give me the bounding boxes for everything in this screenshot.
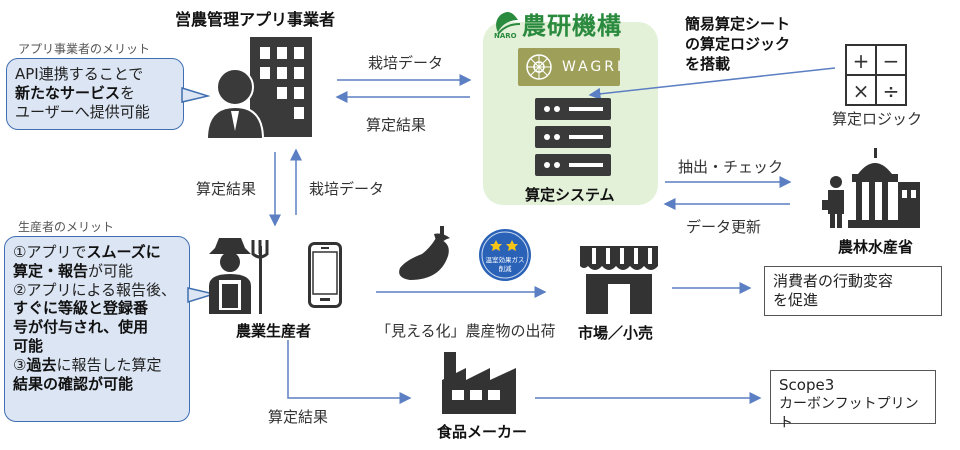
naro-leaf-icon xyxy=(496,12,521,35)
system-label: 算定システム xyxy=(525,186,615,204)
consumer-line2: を促進 xyxy=(773,291,819,309)
label-calc-result-bottom: 算定結果 xyxy=(268,408,329,426)
item2-bold-3: 可能 xyxy=(13,336,44,355)
producer-item2-line2: すぐに等級と登録番 xyxy=(13,299,181,318)
divide-glyph: ÷ xyxy=(883,79,900,103)
minus-glyph: − xyxy=(883,49,900,73)
operator-merit-line3: ユーザーへ提供可能 xyxy=(15,103,150,121)
label-calc-result-left: 算定結果 xyxy=(196,180,257,198)
farmer-icon xyxy=(209,238,269,314)
label-data-update: データ更新 xyxy=(686,218,762,236)
naro-small-text: NARO xyxy=(494,32,517,40)
producer-item1-line2: 算定・報告が可能 xyxy=(13,262,181,281)
item3-prefix: ③ xyxy=(13,355,27,374)
label-calc-result-top: 算定結果 xyxy=(366,116,427,134)
server-icon xyxy=(535,98,611,176)
item1-smooth: スムーズに xyxy=(86,243,161,261)
times-glyph: × xyxy=(853,79,870,103)
operator-building-icon xyxy=(205,37,312,140)
wagri-text: WAGRI xyxy=(562,59,625,75)
operator-title: 営農管理アプリ事業者 xyxy=(175,10,336,29)
calc-note-line1: 簡易算定シート xyxy=(685,15,791,33)
item1-suffix: が可能 xyxy=(88,261,134,280)
scope3-line2: カーボンフットプリント xyxy=(779,396,919,431)
arrow-logic-to-system xyxy=(588,67,836,100)
item3-rest: に報告した算定 xyxy=(56,355,162,374)
calc-logic-label: 算定ロジック xyxy=(832,110,923,128)
food-maker-label: 食品メーカー xyxy=(437,423,528,441)
item2-bold-1: すぐに等級と登録番 xyxy=(13,299,149,318)
wagri-emblem-icon xyxy=(526,54,552,80)
operator-merit-line2-rest: を xyxy=(120,84,136,102)
producer-item2-line4: 可能 xyxy=(13,337,181,356)
plus-glyph: + xyxy=(853,49,870,73)
callout-tail-producer xyxy=(187,287,216,304)
calculator-icon: + − × ÷ xyxy=(845,44,907,106)
item1-prefix: ①アプリで xyxy=(13,243,87,261)
producer-item2-line3: 号が付与され、使用 xyxy=(13,318,181,337)
ministry-building-icon xyxy=(822,148,920,228)
smartphone-icon xyxy=(308,242,342,308)
ghg-reduction-badge: 温室効果ガス 削減 xyxy=(479,229,531,281)
producer-item2-line1: ②アプリによる報告後、 xyxy=(13,280,176,299)
operator-merit-line2: 新たなサービスを xyxy=(15,84,175,103)
farmer-label: 農業生産者 xyxy=(236,322,312,340)
naro-logo: 農研機構 xyxy=(522,12,622,40)
label-cultivation-data-mid: 栽培データ xyxy=(309,180,385,198)
operator-merit-heading: アプリ事業者のメリット xyxy=(18,42,151,56)
label-visualized-shipment: 「見える化」農産物の出荷 xyxy=(376,322,556,340)
factory-icon xyxy=(442,352,516,414)
operator-merit-callout: API連携することで 新たなサービスを ユーザーへ提供可能 xyxy=(6,58,184,130)
producer-merit-heading: 生産者のメリット xyxy=(18,220,115,234)
arrow-result-to-foodmaker xyxy=(287,340,412,404)
eggplant-icon xyxy=(399,226,450,280)
label-cultivation-data-top: 栽培データ xyxy=(368,54,444,72)
producer-merit-callout: ①アプリでスムーズに 算定・報告が可能 ②アプリによる報告後、 すぐに等級と登録… xyxy=(4,236,190,422)
callout-tail-operator xyxy=(181,86,210,103)
operator-merit-line1: API連携することで xyxy=(15,65,144,83)
store-icon xyxy=(580,246,658,314)
item1-calc-report: 算定・報告 xyxy=(13,261,89,280)
producer-item1-line1: ①アプリでスムーズに xyxy=(13,243,181,262)
item3-past: 過去 xyxy=(26,355,57,374)
scope3-line1: Scope3 xyxy=(779,376,835,394)
new-service-text: 新たなサービス xyxy=(15,84,121,102)
badge-line1: 温室効果ガス xyxy=(486,255,525,264)
scope3-box: Scope3 カーボンフットプリント xyxy=(770,370,936,431)
calc-logic-note: 簡易算定シート の算定ロジック を搭載 xyxy=(685,14,790,74)
consumer-behavior-box: 消費者の行動変容 を促進 xyxy=(764,266,942,316)
item2-bold-2: 号が付与され、使用 xyxy=(13,318,149,337)
producer-item3-line2: 結果の確認が可能 xyxy=(13,375,181,394)
item3-bold: 結果の確認が可能 xyxy=(13,374,134,393)
ministry-label: 農林水産省 xyxy=(838,238,914,256)
calc-note-line3: を搭載 xyxy=(685,55,731,73)
badge-line2: 削減 xyxy=(499,264,513,273)
label-extract-check: 抽出・チェック xyxy=(678,158,784,176)
calc-note-line2: の算定ロジック xyxy=(685,35,791,53)
market-label: 市場／小売 xyxy=(578,324,654,342)
producer-item3-line1: ③過去に報告した算定 xyxy=(13,356,181,375)
consumer-line1: 消費者の行動変容 xyxy=(773,272,894,290)
